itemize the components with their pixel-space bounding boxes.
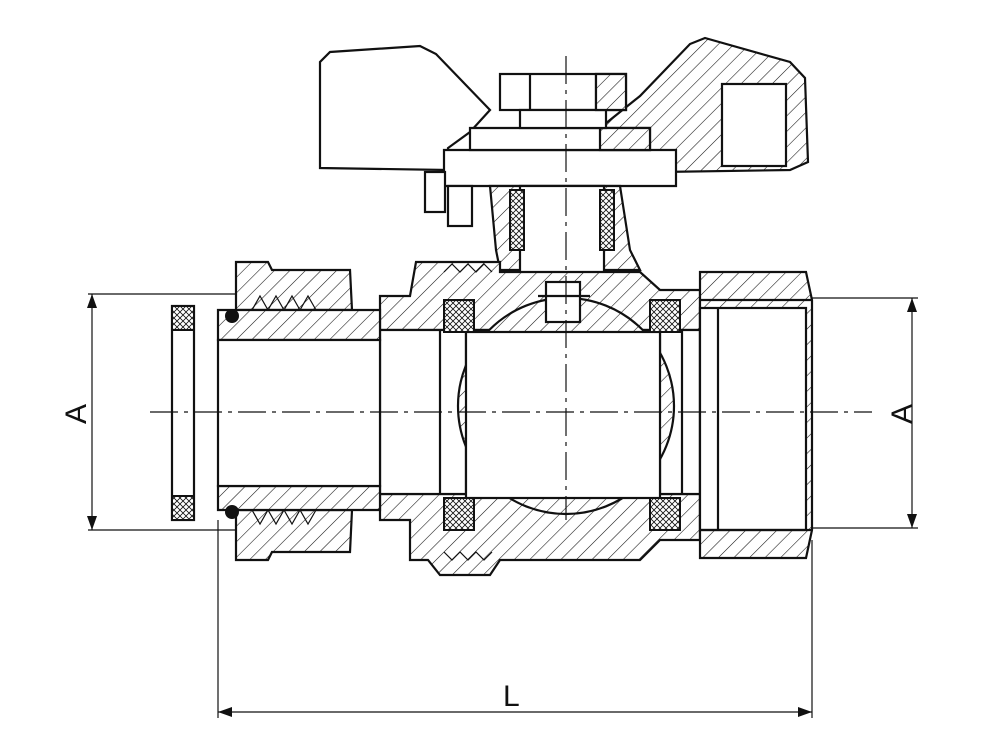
dimension-a-left: A [60,293,236,531]
female-thread-end [698,270,814,560]
dim-label-a-left: A [60,404,93,424]
dimension-a-right: A [812,297,919,529]
valve-ball [456,280,676,516]
dim-label-l: L [503,680,520,713]
butterfly-handle [318,36,810,188]
tailpiece [216,308,382,519]
stem-nut [498,72,628,130]
dimension-l: L [217,520,813,718]
seat-rings [443,299,681,531]
stem-bonnet [423,170,642,276]
flat-gasket [170,304,196,522]
dim-label-a-right: A [886,404,919,424]
